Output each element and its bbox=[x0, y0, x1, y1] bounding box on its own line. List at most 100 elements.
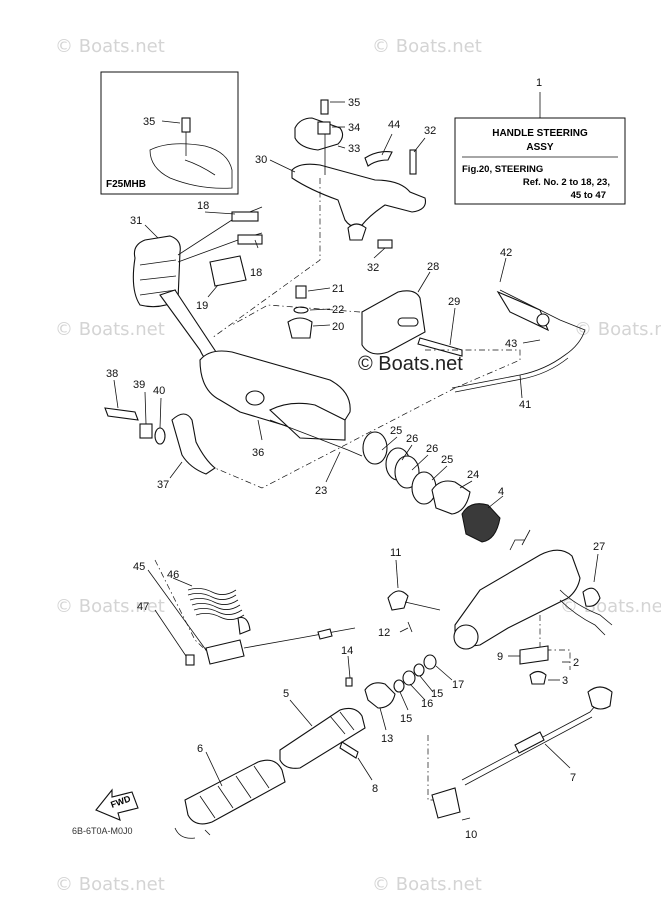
callout-8: 8 bbox=[372, 783, 378, 795]
callout-24: 24 bbox=[467, 469, 479, 481]
callout-39: 39 bbox=[133, 379, 145, 391]
callout-30: 30 bbox=[255, 154, 267, 166]
watermark: © Boats.net bbox=[55, 319, 165, 340]
bolt-35 bbox=[320, 99, 329, 115]
knob-42 bbox=[536, 313, 550, 327]
callout-35: 35 bbox=[143, 116, 155, 128]
steering-bracket-group: 27 11 12 9 2 3 bbox=[378, 529, 613, 687]
screw-14 bbox=[345, 677, 353, 687]
bolt-29 bbox=[417, 337, 463, 357]
shaft-collar bbox=[514, 731, 545, 754]
watermark: © Boats.net bbox=[372, 36, 482, 57]
model-label: F25MHB bbox=[106, 179, 146, 190]
clamp-20 bbox=[287, 317, 313, 339]
watermark: © Boats.net bbox=[372, 874, 482, 895]
collar-34 bbox=[317, 121, 331, 135]
bracket-group: 28 29 bbox=[361, 261, 463, 357]
lower-cover-30 bbox=[291, 163, 427, 228]
watermark: © Boats.net bbox=[55, 874, 165, 895]
box-title-2: ASSY bbox=[526, 142, 554, 153]
clip-46 bbox=[237, 616, 251, 635]
watermark-layer: © Boats.net © Boats.net © Boats.net © Bo… bbox=[55, 36, 661, 895]
bracket-28 bbox=[361, 290, 426, 355]
callout-18: 18 bbox=[250, 267, 262, 279]
callout-45: 45 bbox=[133, 561, 145, 573]
callout-28: 28 bbox=[427, 261, 439, 273]
callout-31: 31 bbox=[130, 215, 142, 227]
washer-22 bbox=[293, 306, 309, 314]
bushing-24 bbox=[431, 480, 471, 515]
callout-47: 47 bbox=[137, 601, 149, 613]
grip-6 bbox=[184, 759, 286, 825]
box-ref-2: Ref. No. 2 to 18, 23, bbox=[523, 177, 610, 188]
inset-frame bbox=[100, 71, 239, 195]
pivot bbox=[245, 390, 265, 406]
callout-3: 3 bbox=[562, 675, 568, 687]
callout-41: 41 bbox=[519, 399, 531, 411]
spring-16 bbox=[402, 670, 416, 686]
lanyard-group: 46 45 47 bbox=[133, 561, 356, 666]
callout-21: 21 bbox=[332, 283, 344, 295]
callout-32: 32 bbox=[424, 125, 436, 137]
washer-40 bbox=[154, 427, 166, 445]
screw-32 bbox=[409, 149, 417, 175]
callout-15: 15 bbox=[400, 713, 412, 725]
callout-36: 36 bbox=[252, 447, 264, 459]
callout-4: 4 bbox=[498, 486, 504, 498]
ring-25b bbox=[411, 471, 437, 505]
drawing-code: 6B-6T0A-M0J0 bbox=[72, 826, 133, 836]
upper-cover-group: 35 34 33 44 32 30 32 bbox=[255, 97, 436, 274]
fwd-indicator: FWD bbox=[95, 788, 139, 821]
callout-11: 11 bbox=[390, 547, 401, 559]
watermark: © Boats.net bbox=[574, 319, 661, 340]
shaft-group: 7 10 bbox=[431, 686, 613, 841]
switch-45 bbox=[205, 639, 245, 665]
shaft-23 bbox=[269, 402, 346, 441]
callout-37: 37 bbox=[157, 479, 169, 491]
callout-10: 10 bbox=[465, 829, 477, 841]
callout-19: 19 bbox=[196, 300, 208, 312]
handle-steering-box: HANDLE STEERING ASSY Fig.20, STEERING Re… bbox=[454, 77, 626, 205]
callout-32: 32 bbox=[367, 262, 379, 274]
callout-29: 29 bbox=[448, 296, 460, 308]
box-ref-1: Fig.20, STEERING bbox=[462, 164, 543, 175]
cap-47 bbox=[185, 654, 195, 666]
plate-37 bbox=[171, 413, 216, 475]
watermark: © Boats.net bbox=[560, 596, 661, 617]
collar-39 bbox=[139, 423, 153, 439]
bolt-35-inset bbox=[181, 117, 191, 133]
callout-25: 25 bbox=[390, 425, 402, 437]
callout-13: 13 bbox=[381, 733, 393, 745]
handle-body-group: 36 23 25 26 26 25 24 4 bbox=[199, 350, 504, 543]
bolt-38 bbox=[104, 407, 139, 421]
inset-box: 35 F25MHB bbox=[100, 71, 239, 195]
callout-5: 5 bbox=[283, 688, 289, 700]
callout-38: 38 bbox=[106, 368, 118, 380]
connector bbox=[317, 628, 333, 640]
cable-group-41: 42 43 41 bbox=[451, 247, 586, 411]
screw-3 bbox=[529, 670, 547, 685]
clip-piece bbox=[347, 223, 367, 241]
fwd-arrow-icon bbox=[95, 788, 139, 821]
callout-1: 1 bbox=[536, 77, 542, 89]
bushing-4 bbox=[461, 503, 501, 543]
callout-43: 43 bbox=[505, 338, 517, 350]
callout-40: 40 bbox=[153, 385, 165, 397]
callout-6: 6 bbox=[197, 743, 203, 755]
shaft-head-7 bbox=[587, 686, 613, 710]
bolt-21 bbox=[295, 285, 307, 299]
clamp-10 bbox=[431, 787, 461, 819]
callout-35: 35 bbox=[348, 97, 360, 109]
callout-27: 27 bbox=[593, 541, 605, 553]
callout-9: 9 bbox=[497, 651, 503, 663]
small-parts-20-22: 21 22 20 bbox=[287, 283, 344, 339]
callout-46: 46 bbox=[167, 569, 179, 581]
callout-26: 26 bbox=[426, 443, 438, 455]
callout-23: 23 bbox=[315, 485, 327, 497]
callout-17: 17 bbox=[452, 679, 464, 691]
callout-14: 14 bbox=[341, 645, 353, 657]
friction-13 bbox=[364, 682, 396, 709]
callout-26: 26 bbox=[406, 433, 418, 445]
washer-15a bbox=[393, 679, 405, 693]
